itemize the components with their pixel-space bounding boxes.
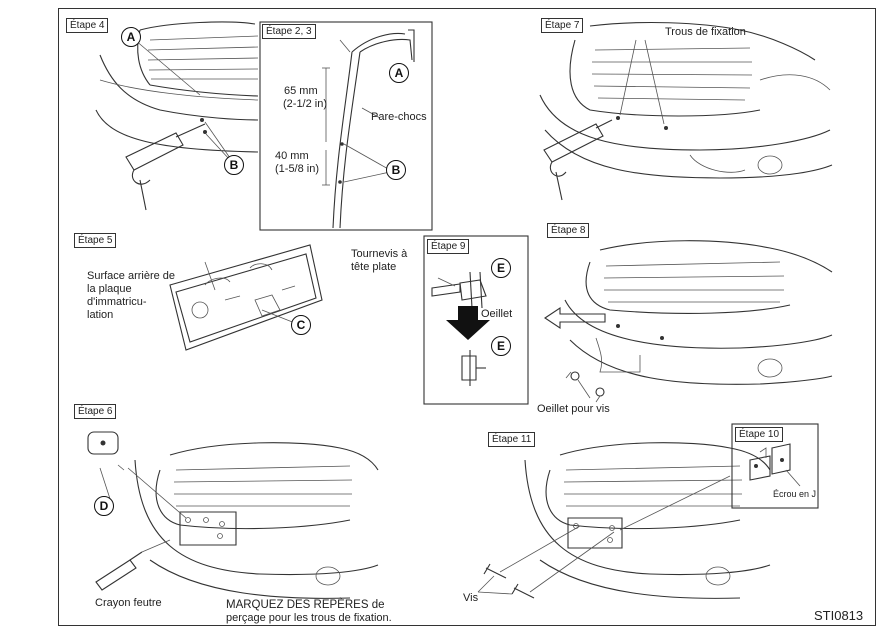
step-9-label: Étape 9 (427, 239, 470, 254)
grommet-label: Oeillet (481, 308, 513, 320)
step-11-label: Étape 11 (488, 432, 536, 447)
step6-car-illustration (95, 442, 379, 599)
step5-plate-illustration (169, 244, 323, 351)
bumper-label: Pare-chocs (371, 111, 427, 123)
step-8-label: Étape 8 (547, 223, 590, 238)
screwdriver-label-line1: Tournevis à (351, 248, 408, 260)
callout-b-detail: B (386, 160, 406, 180)
step11-car-illustration (477, 442, 771, 599)
screw-grommet-label: Oeillet pour vis (537, 403, 610, 415)
dimension-40mm-inches: (1-5/8 in) (275, 163, 320, 175)
figure-code: STI0813 (814, 608, 864, 623)
callout-a-step4: A (121, 27, 141, 47)
diagram-frame (58, 8, 876, 626)
step-4-label: Étape 4 (66, 18, 109, 33)
step10-detail-illustration (731, 423, 819, 509)
plate-back-label-line4: lation (87, 309, 114, 321)
callout-c: C (291, 315, 311, 335)
plate-back-label-line1: Surface arrière de (87, 270, 176, 282)
plate-back-label-line3: d'immatricu- (87, 296, 147, 308)
step9-detail-illustration (423, 235, 529, 405)
screwdriver-label-line2: tête plate (351, 261, 397, 273)
callout-a-detail: A (389, 63, 409, 83)
dimension-40mm: 40 mm (275, 150, 309, 162)
plate-back-label-line2: la plaque (87, 283, 132, 295)
step-6-label: Étape 6 (74, 404, 117, 419)
callout-e-bottom: E (491, 336, 511, 356)
step7-car-illustration (539, 21, 833, 201)
step-5-label: Étape 5 (74, 233, 117, 248)
step-2-3-label: Étape 2, 3 (262, 24, 316, 39)
jnut-label: Écrou en J (773, 489, 817, 499)
dimension-65mm: 65 mm (284, 85, 318, 97)
callout-b-step4: B (224, 155, 244, 175)
mark-instruction-line1: MARQUEZ DES REPÈRES de (226, 599, 385, 611)
screws-label: Vis (463, 592, 479, 604)
step-7-label: Étape 7 (541, 18, 584, 33)
callout-d: D (94, 496, 114, 516)
step23-detail-illustration (259, 21, 433, 231)
dimension-65mm-inches: (2-1/2 in) (283, 98, 328, 110)
step4-car-illustration (95, 21, 259, 211)
felt-pen-label: Crayon feutre (95, 597, 162, 609)
drill-body (125, 132, 184, 171)
mark-instruction-line2: perçage pour les trous de fixation. (226, 612, 392, 624)
step8-car-illustration (544, 240, 833, 403)
mounting-holes-label: Trous de fixation (665, 26, 746, 38)
callout-e-top: E (491, 258, 511, 278)
step-10-label: Étape 10 (735, 427, 784, 442)
